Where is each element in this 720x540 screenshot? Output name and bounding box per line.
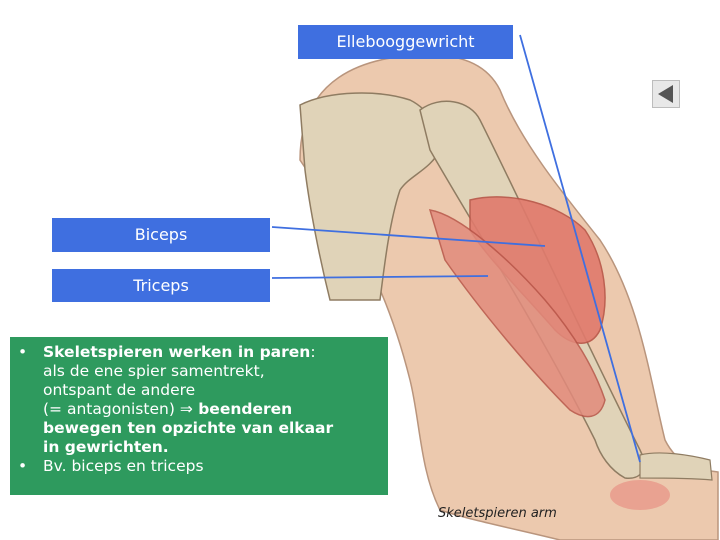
triceps-pointer-line [271, 275, 489, 279]
triceps-label: Triceps [52, 269, 270, 302]
info-line-bold: beenderen [192, 400, 293, 418]
figure-caption: Skeletspieren arm [438, 506, 557, 521]
elbow-muscle [610, 480, 670, 510]
biceps-pointer-line [271, 226, 546, 247]
back-nav-button[interactable] [652, 80, 680, 108]
info-panel: • Skeletspieren werken in paren: als de … [10, 337, 388, 495]
info-line: ontspant de andere [43, 381, 196, 399]
info-line: als de ene spier samentrekt, [43, 362, 265, 380]
implies-arrow: ⇒ [179, 400, 193, 418]
info-lead: Skeletspieren werken in paren [43, 343, 311, 361]
elbow-joint-label: Ellebooggewricht [298, 25, 513, 59]
info-line: (= antagonisten) [43, 400, 180, 418]
triceps-muscle [428, 209, 606, 418]
list-item: • Skeletspieren werken in paren: als de … [16, 343, 382, 457]
example-text: Bv. biceps en triceps [43, 457, 204, 475]
elbow-pointer-line [519, 34, 641, 463]
info-line-bold: bewegen ten opzichte van elkaar [43, 419, 334, 437]
bullet: • [18, 457, 28, 475]
scapula-bone [299, 92, 441, 301]
info-colon: : [310, 343, 316, 361]
biceps-label: Biceps [52, 218, 270, 252]
bullet: • [18, 343, 28, 361]
forearm-bone [639, 452, 713, 481]
info-list: • Skeletspieren werken in paren: als de … [16, 343, 382, 476]
list-item: • Bv. biceps en triceps [16, 457, 382, 476]
info-line-bold: in gewrichten. [43, 438, 169, 456]
back-arrow-icon [658, 85, 673, 103]
